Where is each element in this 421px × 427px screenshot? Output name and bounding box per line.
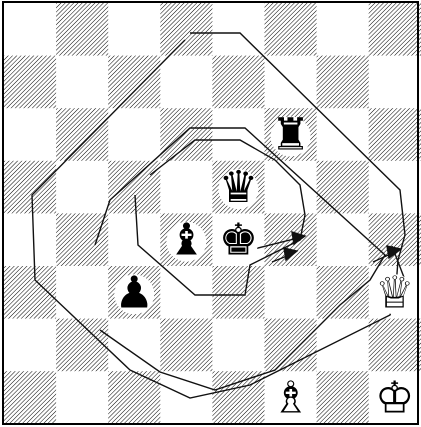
square-c7[interactable] [108, 56, 161, 109]
square-d8[interactable] [160, 3, 213, 56]
square-e2[interactable] [212, 319, 265, 372]
square-c1[interactable] [108, 371, 161, 424]
white-queen-piece[interactable]: ♕ [375, 267, 414, 318]
square-f3[interactable] [265, 266, 318, 319]
square-b3[interactable] [56, 266, 109, 319]
square-d1[interactable] [160, 371, 213, 424]
square-g8[interactable] [317, 3, 370, 56]
square-g5[interactable] [317, 161, 370, 214]
square-h4[interactable] [369, 213, 421, 266]
square-c2[interactable] [108, 319, 161, 372]
square-b8[interactable] [56, 3, 109, 56]
square-h5[interactable] [369, 161, 421, 214]
square-d5[interactable] [160, 161, 213, 214]
square-b2[interactable] [56, 319, 109, 372]
square-e1[interactable] [212, 371, 265, 424]
square-b1[interactable] [56, 371, 109, 424]
black-rook-piece[interactable]: ♜ [271, 110, 310, 161]
square-b4[interactable] [56, 213, 109, 266]
square-d6[interactable] [160, 108, 213, 161]
square-d2[interactable] [160, 319, 213, 372]
square-h6[interactable] [369, 108, 421, 161]
square-b6[interactable] [56, 108, 109, 161]
square-c5[interactable] [108, 161, 161, 214]
square-a7[interactable] [4, 56, 57, 109]
square-a2[interactable] [4, 319, 57, 372]
square-e3[interactable] [212, 266, 265, 319]
square-c8[interactable] [108, 3, 161, 56]
square-b5[interactable] [56, 161, 109, 214]
square-g7[interactable] [317, 56, 370, 109]
square-e8[interactable] [212, 3, 265, 56]
white-bishop-piece[interactable]: ♗ [271, 373, 310, 424]
square-c6[interactable] [108, 108, 161, 161]
black-queen-piece[interactable]: ♛ [219, 162, 258, 213]
square-d3[interactable] [160, 266, 213, 319]
square-a4[interactable] [4, 213, 57, 266]
square-h8[interactable] [369, 3, 421, 56]
square-a5[interactable] [4, 161, 57, 214]
square-e7[interactable] [212, 56, 265, 109]
square-f2[interactable] [265, 319, 318, 372]
square-h2[interactable] [369, 319, 421, 372]
square-e6[interactable] [212, 108, 265, 161]
square-d7[interactable] [160, 56, 213, 109]
square-f8[interactable] [265, 3, 318, 56]
square-g4[interactable] [317, 213, 370, 266]
square-b7[interactable] [56, 56, 109, 109]
square-g3[interactable] [317, 266, 370, 319]
square-a6[interactable] [4, 108, 57, 161]
black-king-piece[interactable]: ♚ [219, 215, 258, 266]
square-h7[interactable] [369, 56, 421, 109]
square-g2[interactable] [317, 319, 370, 372]
square-a8[interactable] [4, 3, 57, 56]
black-bishop-piece[interactable]: ♝ [167, 215, 206, 266]
white-king-piece[interactable]: ♔ [375, 373, 414, 424]
square-a1[interactable] [4, 371, 57, 424]
square-g1[interactable] [317, 371, 370, 424]
black-pawn-piece[interactable]: ♟ [115, 267, 154, 318]
